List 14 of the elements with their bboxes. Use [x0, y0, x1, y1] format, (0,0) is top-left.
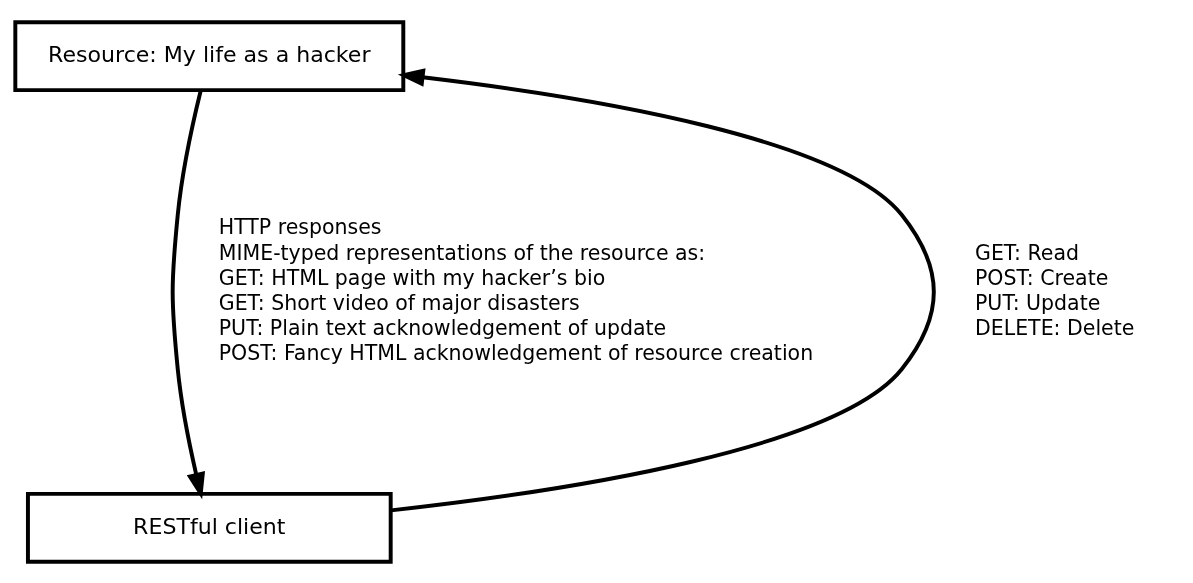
arrow: [170, 89, 206, 499]
edge-label: GET: HTML page with my hacker’s bio: [218, 265, 606, 290]
edge-label: DELETE: Delete: [975, 315, 1135, 340]
edge-label: HTTP responses: [218, 214, 382, 239]
edge-label: POST: Fancy HTML acknowledgement of resource creation: [218, 340, 814, 365]
node-box: RESTful client: [25, 491, 393, 564]
edge-label: GET: Read: [975, 240, 1080, 265]
arrow: [390, 67, 936, 512]
edge-label: MIME-typed representations of the resource as:: [218, 240, 706, 265]
node-box: Resource: My life as a hacker: [13, 19, 406, 92]
edge-label: PUT: Update: [975, 290, 1101, 315]
edge-label: POST: Create: [975, 265, 1109, 290]
edge-label: PUT: Plain text acknowledgement of update: [218, 315, 667, 340]
edge-label: GET: Short video of major disasters: [218, 290, 580, 315]
